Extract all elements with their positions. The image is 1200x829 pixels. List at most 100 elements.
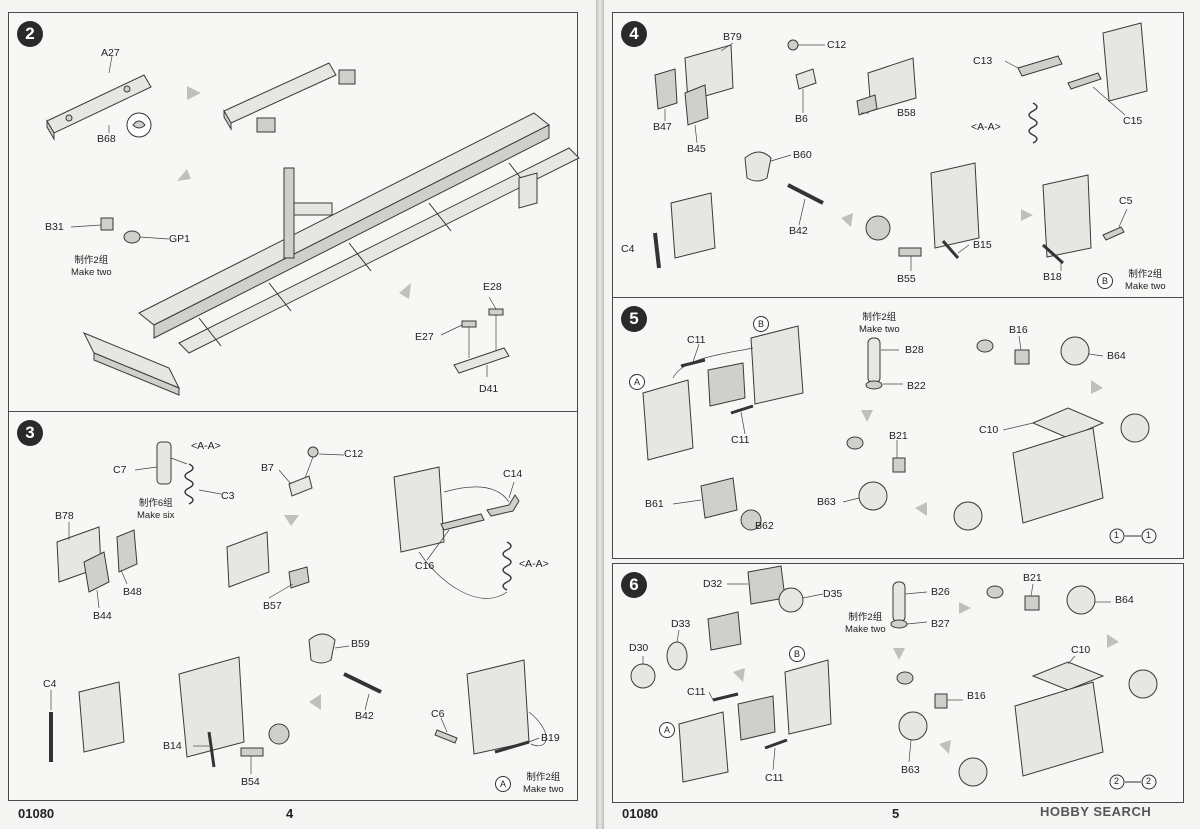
part-b21 bbox=[1024, 595, 1040, 611]
part-b19 bbox=[494, 740, 530, 754]
label-c4: C4 bbox=[621, 243, 635, 255]
part-c4 bbox=[653, 232, 661, 269]
label-b31: B31 bbox=[45, 221, 64, 233]
part-b31 bbox=[100, 217, 114, 231]
part-b22 bbox=[865, 380, 883, 390]
label-b60: B60 bbox=[793, 149, 812, 161]
part-b18 bbox=[1041, 243, 1065, 265]
label-b55: B55 bbox=[897, 273, 916, 285]
part-c7 bbox=[156, 441, 172, 485]
part-c11-b bbox=[764, 738, 788, 750]
ref-2-left: 2 bbox=[1114, 776, 1120, 786]
ref-1-right: 1 bbox=[1146, 530, 1152, 540]
part-c14 bbox=[486, 494, 520, 517]
watermark-logo: HOBBY SEARCH bbox=[1040, 804, 1151, 819]
part-c4-assembly bbox=[670, 192, 716, 259]
part-c6 bbox=[434, 729, 458, 744]
label-e27: E27 bbox=[415, 331, 434, 343]
part-c3 bbox=[184, 463, 194, 505]
part-b42 bbox=[787, 183, 824, 205]
step-number-badge: 5 bbox=[621, 306, 647, 332]
part-b60 bbox=[744, 151, 772, 182]
label-c4: C4 bbox=[43, 678, 57, 690]
label-a-a: <A-A> bbox=[971, 121, 1001, 133]
part-b45 bbox=[684, 84, 709, 126]
step-5-illustration bbox=[642, 325, 1157, 544]
part-b21 bbox=[892, 457, 906, 473]
label-b64: B64 bbox=[1115, 594, 1134, 606]
label-c11: C11 bbox=[687, 686, 706, 698]
part-b16 bbox=[934, 693, 948, 709]
part-b16 bbox=[1014, 349, 1030, 365]
part-b14 bbox=[207, 731, 216, 768]
ref-circle-b: B bbox=[1097, 273, 1113, 289]
watermark-text: HOBBY SEARCH bbox=[1040, 804, 1152, 819]
part-c5 bbox=[1102, 226, 1125, 241]
label-c14: C14 bbox=[503, 468, 523, 480]
part-c11 bbox=[680, 358, 706, 368]
part-c10 bbox=[1031, 661, 1105, 691]
part-c11 bbox=[712, 692, 739, 702]
part-axle-assembly bbox=[930, 162, 980, 249]
label-b16: B16 bbox=[1009, 324, 1028, 336]
label-c11-b: C11 bbox=[765, 772, 784, 784]
step-number-badge: 4 bbox=[621, 21, 647, 47]
label-b21: B21 bbox=[889, 430, 908, 442]
label-b79: B79 bbox=[723, 31, 742, 43]
label-b64: B64 bbox=[1107, 350, 1126, 362]
label-b26: B26 bbox=[931, 586, 950, 598]
label-b63: B63 bbox=[901, 764, 920, 776]
label-b18: B18 bbox=[1043, 271, 1062, 283]
part-b42 bbox=[343, 672, 382, 694]
part-axle-a bbox=[678, 711, 729, 783]
label-b58: B58 bbox=[897, 107, 916, 119]
part-d30 bbox=[630, 663, 656, 689]
part-b55 bbox=[898, 247, 922, 257]
part-assembly-c6 bbox=[466, 659, 530, 755]
label-b61: B61 bbox=[645, 498, 664, 510]
part-e28 bbox=[488, 308, 504, 316]
part-suspension-bracket bbox=[393, 466, 445, 553]
ref-circle-b: B bbox=[753, 316, 769, 332]
part-b62 bbox=[740, 509, 762, 531]
label-c7: C7 bbox=[113, 464, 127, 476]
part-axle-assembly bbox=[178, 656, 245, 758]
label-d41: D41 bbox=[479, 383, 499, 395]
label-b14: B14 bbox=[163, 740, 182, 752]
part-c15 bbox=[1067, 72, 1102, 90]
part-b27 bbox=[890, 619, 908, 629]
part-b57 bbox=[288, 566, 310, 589]
label-b28: B28 bbox=[905, 344, 924, 356]
part-axle-b bbox=[750, 325, 804, 405]
label-b27: B27 bbox=[931, 618, 950, 630]
label-c3: C3 bbox=[221, 490, 235, 502]
part-b7 bbox=[288, 475, 313, 497]
step-number-badge: 2 bbox=[17, 21, 43, 47]
label-c12: C12 bbox=[344, 448, 364, 460]
label-c10: C10 bbox=[979, 424, 999, 436]
label-c11-b: C11 bbox=[731, 434, 750, 446]
label-a-a: <A-A> bbox=[191, 440, 221, 452]
label-b19: B19 bbox=[541, 732, 560, 744]
ref-circle-b: B bbox=[789, 646, 805, 662]
label-b59: B59 bbox=[351, 638, 370, 650]
label-b48: B48 bbox=[123, 586, 142, 598]
label-b16: B16 bbox=[967, 690, 986, 702]
part-spring bbox=[1028, 102, 1038, 144]
label-b45: B45 bbox=[687, 143, 706, 155]
part-b79 bbox=[684, 44, 734, 102]
part-c13 bbox=[1017, 55, 1063, 77]
part-b64 bbox=[1066, 585, 1096, 615]
step-4-illustration bbox=[653, 22, 1148, 271]
label-b6: B6 bbox=[795, 113, 808, 125]
label-d32: D32 bbox=[703, 578, 723, 590]
label-b63: B63 bbox=[817, 496, 836, 508]
part-b26 bbox=[892, 581, 906, 623]
part-b63 bbox=[898, 711, 928, 741]
ref-circle-a: A bbox=[629, 374, 645, 390]
label-b54: B54 bbox=[241, 776, 260, 788]
part-b58 bbox=[856, 94, 878, 116]
